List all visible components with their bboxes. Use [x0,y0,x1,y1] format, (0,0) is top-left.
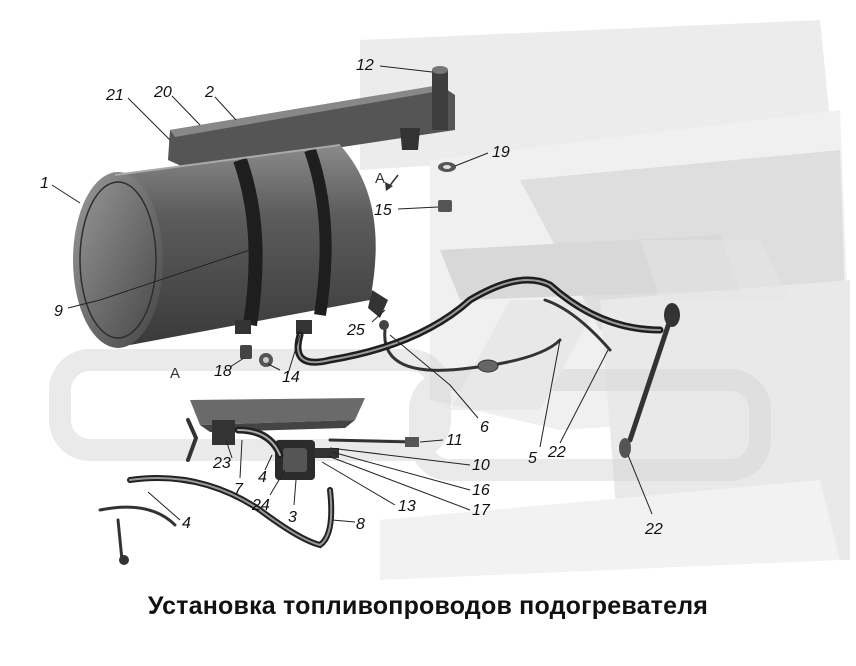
callout-22: 22 [644,521,663,538]
callout-7: 7 [234,481,244,498]
callout-15: 15 [374,202,392,219]
callout-2: 2 [204,84,214,101]
heater-end-cap [73,172,163,348]
callout-10: 10 [472,457,490,474]
callout-18: 18 [214,363,232,380]
callout-14: 14 [282,369,300,386]
figure-caption: Установка топливопроводов подогревателя [147,592,709,620]
callout-5: 5 [528,450,537,467]
callout-22: 22 [547,444,566,461]
callout-3: 3 [288,509,297,526]
callout-21: 21 [105,87,124,104]
view-label: А [375,170,385,187]
view-label: А [170,365,180,382]
callout-labels: 1 2 3 4 4 5 6 7 8 9 10 11 12 13 14 15 16… [40,57,663,538]
heater-fuel-lines-diagram: А А 1 2 3 4 4 5 [40,20,850,580]
fuel-lines [98,276,680,565]
callout-11: 11 [446,432,463,449]
callout-13: 13 [398,498,416,515]
callout-4: 4 [258,469,267,486]
callout-1: 1 [40,175,49,192]
callout-17: 17 [472,502,491,519]
callout-19: 19 [492,144,510,161]
mounting-strap [233,157,263,327]
heater-unit [73,144,376,348]
view-arrow [385,174,399,191]
callout-16: 16 [472,482,490,499]
leader-lines [51,65,653,523]
callout-25: 25 [346,322,365,339]
callout-9: 9 [54,303,63,320]
callout-12: 12 [356,57,374,74]
callout-8: 8 [356,516,365,533]
mounting-strap [304,147,332,316]
callout-6: 6 [480,419,489,436]
fuel-pump [212,420,339,480]
callout-20: 20 [153,84,172,101]
callout-23: 23 [212,455,231,472]
loose-fittings [240,162,456,367]
callout-4: 4 [182,515,191,532]
callout-24: 24 [251,497,270,514]
watermark-logo [49,240,790,481]
